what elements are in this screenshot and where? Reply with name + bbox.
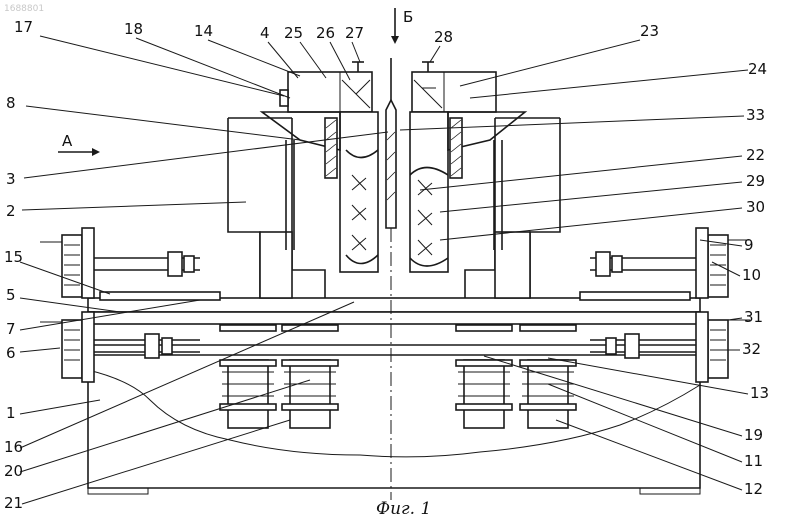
label-32: 32 (742, 340, 761, 358)
label-20: 20 (4, 462, 23, 480)
center-workpiece (386, 58, 396, 500)
label-14: 14 (194, 22, 213, 40)
label-5: 5 (6, 286, 16, 304)
label-13: 13 (750, 384, 769, 402)
label-28: 28 (434, 28, 453, 46)
label-30: 30 (746, 198, 765, 216)
label-6: 6 (6, 344, 16, 362)
label-16: 16 (4, 438, 23, 456)
label-29: 29 (746, 172, 765, 190)
horizontal-beams (88, 292, 700, 324)
label-19: 19 (744, 426, 763, 444)
watermark: 1688801 (4, 4, 44, 14)
label-4: 4 (260, 24, 270, 42)
right-pulley-stack-1 (456, 325, 512, 428)
label-25: 25 (284, 24, 303, 42)
figure-caption: Фиг. 1 (376, 499, 431, 519)
label-1: 1 (6, 404, 16, 422)
label-2: 2 (6, 202, 16, 220)
right-upper-drive (590, 228, 750, 298)
left-pulley-stack-1 (220, 325, 276, 428)
label-26: 26 (316, 24, 335, 42)
label-22: 22 (746, 146, 765, 164)
view-label-a: A (62, 132, 73, 150)
view-label-b: Б (403, 8, 413, 26)
label-12: 12 (744, 480, 763, 498)
label-18: 18 (124, 20, 143, 38)
machine-base (88, 362, 700, 494)
left-pulley-stack-2 (282, 325, 338, 428)
label-8: 8 (6, 94, 16, 112)
label-7: 7 (6, 320, 16, 338)
label-27: 27 (345, 24, 364, 42)
label-10: 10 (742, 266, 761, 284)
left-housing (228, 118, 325, 298)
label-11: 11 (744, 452, 763, 470)
view-arrow-b: Б (391, 8, 413, 44)
label-9: 9 (744, 236, 754, 254)
left-upper-drive (40, 228, 200, 298)
right-pulley-stack-2 (520, 325, 576, 428)
view-arrow-a: A (58, 132, 100, 156)
label-31: 31 (744, 308, 763, 326)
label-24: 24 (748, 60, 767, 78)
label-23: 23 (640, 22, 659, 40)
label-33: 33 (746, 106, 765, 124)
label-3: 3 (6, 170, 16, 188)
left-head (280, 62, 372, 112)
label-15: 15 (4, 248, 23, 266)
label-21: 21 (4, 494, 23, 512)
label-17: 17 (14, 18, 33, 36)
right-head (412, 62, 496, 112)
